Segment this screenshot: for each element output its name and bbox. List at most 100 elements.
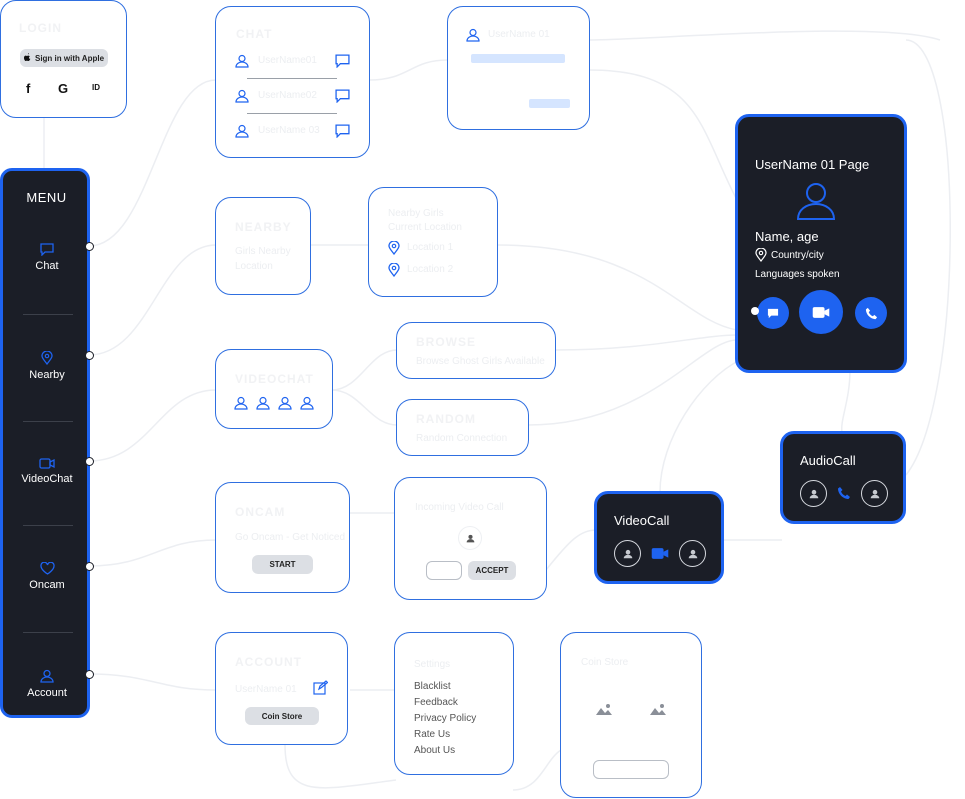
chat-row-divider bbox=[247, 78, 337, 79]
video-call-card: VideoCall bbox=[594, 491, 724, 584]
chat-row-name: UserName01 bbox=[258, 55, 317, 66]
coin-store-title: Coin Store bbox=[581, 657, 629, 668]
menu-connector-dot bbox=[85, 351, 94, 360]
random-subtitle: Random Connection bbox=[416, 433, 508, 444]
phone-icon bbox=[865, 307, 877, 319]
menu-divider bbox=[23, 421, 73, 422]
audio-call-title: AudioCall bbox=[800, 453, 856, 468]
user-icon bbox=[870, 489, 879, 498]
nearby-line: Girls Nearby bbox=[235, 246, 291, 257]
settings-title: Settings bbox=[414, 659, 451, 670]
user-icon bbox=[235, 124, 249, 138]
incoming-message-bubble bbox=[471, 54, 565, 63]
audio-call-card: AudioCall bbox=[780, 431, 906, 524]
coin-store-card: Coin Store bbox=[560, 632, 702, 798]
chat-card: CHAT UserName01 UserName02 UserName 03 bbox=[215, 6, 370, 158]
user-icon bbox=[40, 669, 54, 683]
incoming-call-title: Incoming Video Call bbox=[415, 502, 504, 513]
coin-store-button[interactable]: Coin Store bbox=[245, 707, 319, 725]
browse-subtitle: Browse Ghost Girls Available bbox=[416, 356, 545, 367]
chat-icon[interactable] bbox=[335, 54, 350, 68]
menu-item-label: Nearby bbox=[29, 369, 65, 381]
chat-row-divider bbox=[247, 113, 337, 114]
menu-connector-dot bbox=[85, 242, 94, 251]
user-icon[interactable] bbox=[278, 396, 292, 410]
menu-item-label: Oncam bbox=[29, 579, 65, 591]
user-icon bbox=[466, 28, 480, 42]
location-label[interactable]: Location 2 bbox=[407, 264, 454, 275]
user-icon bbox=[796, 183, 836, 220]
nearby-title: NEARBY bbox=[235, 220, 292, 234]
browse-title: BROWSE bbox=[416, 335, 476, 349]
menu-item-label: Chat bbox=[35, 260, 59, 272]
menu-item-chat[interactable]: Chat bbox=[3, 243, 91, 272]
accept-button[interactable]: ACCEPT bbox=[468, 561, 516, 580]
menu-panel: MENU Chat Nearby VideoChat Oncam Account bbox=[0, 168, 90, 718]
menu-item-label: Account bbox=[27, 687, 67, 699]
menu-title: MENU bbox=[26, 190, 67, 205]
user-icon bbox=[623, 549, 632, 558]
location-pin-icon bbox=[755, 248, 767, 262]
browse-card[interactable]: BROWSE Browse Ghost Girls Available bbox=[396, 322, 556, 379]
menu-item-label: VideoChat bbox=[21, 473, 73, 485]
menu-connector-dot bbox=[85, 562, 94, 571]
image-icon bbox=[596, 704, 612, 715]
profile-name-age: Name, age bbox=[755, 229, 819, 244]
nearby-detail-line: Nearby Girls bbox=[388, 208, 444, 219]
chat-button[interactable] bbox=[757, 297, 789, 329]
settings-item-about-us[interactable]: About Us bbox=[414, 745, 456, 756]
user-icon[interactable] bbox=[256, 396, 270, 410]
oncam-title: ONCAM bbox=[235, 505, 286, 519]
chat-icon[interactable] bbox=[335, 89, 350, 103]
video-call-title: VideoCall bbox=[614, 513, 670, 528]
callee-avatar bbox=[679, 540, 706, 567]
image-icon bbox=[650, 704, 666, 715]
location-label[interactable]: Location 1 bbox=[407, 242, 454, 253]
menu-item-account[interactable]: Account bbox=[3, 669, 91, 699]
nearby-detail-card: Nearby Girls Current Location Location 1… bbox=[368, 187, 498, 297]
edit-icon[interactable] bbox=[313, 680, 328, 695]
random-title: RANDOM bbox=[416, 412, 476, 426]
user-icon bbox=[688, 549, 697, 558]
phone-icon[interactable] bbox=[837, 486, 851, 500]
menu-item-oncam[interactable]: Oncam bbox=[3, 562, 91, 591]
menu-item-videochat[interactable]: VideoChat bbox=[3, 458, 91, 485]
sign-in-with-apple-button[interactable]: Sign in with Apple bbox=[20, 49, 108, 67]
facebook-icon[interactable]: f bbox=[26, 81, 31, 96]
user-icon[interactable] bbox=[234, 396, 248, 410]
settings-card: Settings Blacklist Feedback Privacy Poli… bbox=[394, 632, 514, 775]
account-username: UserName 01 bbox=[235, 684, 297, 695]
settings-item-blacklist[interactable]: Blacklist bbox=[414, 681, 451, 692]
video-icon[interactable] bbox=[650, 547, 670, 560]
start-button[interactable]: START bbox=[252, 555, 313, 574]
decline-button[interactable] bbox=[426, 561, 462, 580]
chat-icon[interactable] bbox=[335, 124, 350, 138]
user-icon bbox=[466, 534, 474, 542]
settings-item-feedback[interactable]: Feedback bbox=[414, 697, 458, 708]
profile-title: UserName 01 Page bbox=[755, 157, 870, 172]
chat-icon bbox=[767, 308, 779, 318]
oncam-card: ONCAM Go Oncam - Get Noticed START bbox=[215, 482, 350, 593]
profile-languages: Languages spoken bbox=[755, 269, 840, 280]
chat-title: CHAT bbox=[236, 27, 273, 41]
user-icon[interactable] bbox=[300, 396, 314, 410]
chat-conversation-card: UserName 01 bbox=[447, 6, 590, 130]
nearby-line: Location bbox=[235, 261, 273, 272]
google-icon[interactable]: G bbox=[58, 81, 69, 96]
conversation-username: UserName 01 bbox=[488, 29, 550, 40]
video-call-button[interactable] bbox=[799, 290, 843, 334]
audio-call-button[interactable] bbox=[855, 297, 887, 329]
menu-item-nearby[interactable]: Nearby bbox=[3, 351, 91, 381]
user-icon bbox=[235, 54, 249, 68]
user-icon bbox=[235, 89, 249, 103]
menu-connector-dot bbox=[85, 670, 94, 679]
settings-item-rate-us[interactable]: Rate Us bbox=[414, 729, 451, 740]
incoming-call-card: Incoming Video Call ACCEPT bbox=[394, 477, 547, 600]
purchase-button[interactable] bbox=[593, 760, 669, 779]
callee-avatar bbox=[861, 480, 888, 507]
random-card[interactable]: RANDOM Random Connection bbox=[396, 399, 529, 456]
profile-location: Country/city bbox=[771, 250, 824, 261]
account-title: ACCOUNT bbox=[235, 655, 302, 669]
id-login-button[interactable]: ID bbox=[92, 83, 100, 92]
settings-item-privacy-policy[interactable]: Privacy Policy bbox=[414, 713, 477, 724]
